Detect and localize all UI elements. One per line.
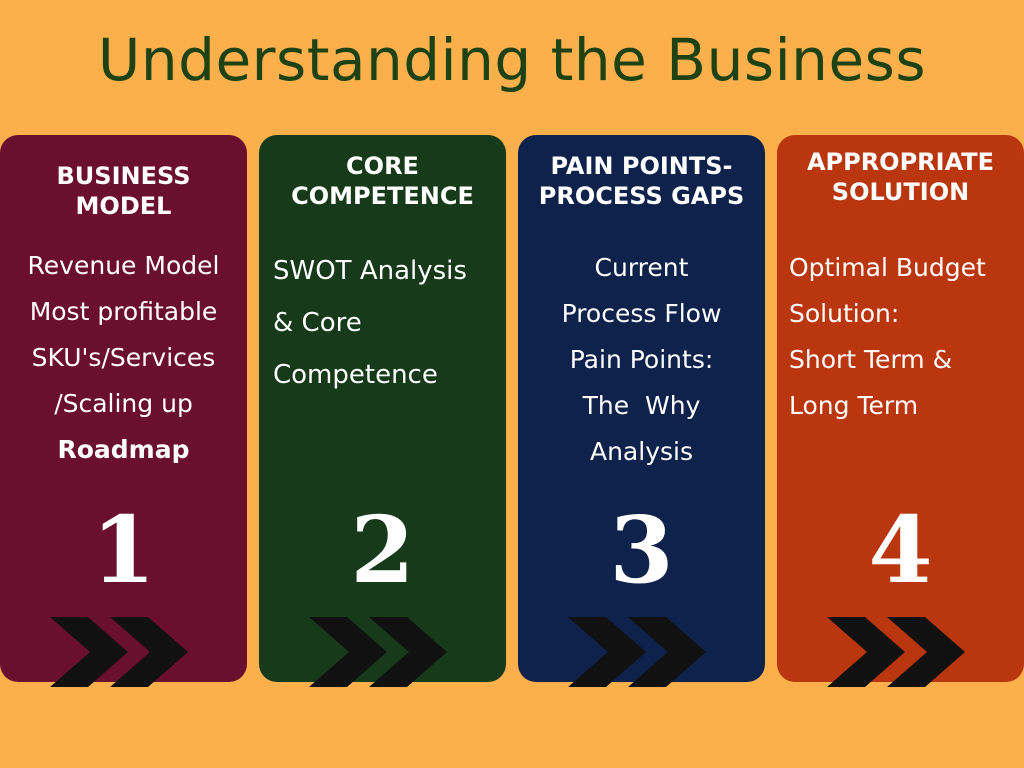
- card-heading-line: PAIN POINTS-: [550, 152, 733, 180]
- step-number: 3: [609, 496, 674, 604]
- card-body-line: Solution:: [789, 299, 900, 328]
- card-heading: CORE COMPETENCE: [265, 151, 500, 211]
- card-body-line: Analysis: [589, 437, 693, 466]
- step-number: 2: [350, 496, 415, 604]
- card-heading: APPROPRIATE SOLUTION: [783, 147, 1018, 207]
- card-appropriate-solution: APPROPRIATE SOLUTION Optimal Budget Solu…: [777, 135, 1024, 687]
- card-business-model: BUSINESS MODEL Revenue Model Most profit…: [0, 135, 247, 687]
- card-body-line: /Scaling up: [54, 389, 193, 418]
- card-body-line: Long Term: [789, 391, 919, 420]
- step-number: 4: [868, 496, 933, 604]
- card-heading: BUSINESS MODEL: [6, 161, 241, 221]
- card-body-line: Short Term &: [789, 345, 953, 374]
- card-body: SWOT Analysis & Core Competence: [273, 245, 498, 401]
- card-body-line: Process Flow: [561, 299, 722, 328]
- step-number: 1: [91, 496, 156, 604]
- double-chevron-right-icon: [568, 617, 706, 687]
- card-body-line: Pain Points:: [569, 345, 714, 374]
- card-heading-line: BUSINESS: [56, 162, 191, 190]
- card-core-competence: CORE COMPETENCE SWOT Analysis & Core Com…: [259, 135, 506, 687]
- double-chevron-right-icon: [309, 617, 447, 687]
- card-body: Revenue Model Most profitable SKU's/Serv…: [8, 243, 239, 473]
- card-heading-line: COMPETENCE: [291, 182, 474, 210]
- card-body: Optimal Budget Solution: Short Term & Lo…: [789, 245, 1016, 429]
- card-heading-line: SOLUTION: [831, 178, 970, 206]
- card-body-line: SKU's/Services: [31, 343, 216, 372]
- card-body: Current Process Flow Pain Points: The Wh…: [526, 245, 757, 475]
- card-body-line: & Core: [273, 308, 362, 338]
- card-body-line-bold: Roadmap: [57, 435, 190, 464]
- card-body-line: Most profitable: [29, 297, 218, 326]
- page-title: Understanding the Business: [97, 26, 927, 94]
- card-body-line: Competence: [273, 360, 438, 390]
- card-heading: PAIN POINTS- PROCESS GAPS: [518, 151, 765, 211]
- card-heading-line: CORE: [346, 152, 419, 180]
- card-body-line: Current: [594, 253, 689, 282]
- double-chevron-right-icon: [50, 617, 188, 687]
- card-heading-line: APPROPRIATE: [806, 148, 995, 176]
- card-pain-points: PAIN POINTS- PROCESS GAPS Current Proces…: [518, 135, 765, 687]
- card-body-line: The Why: [582, 391, 701, 420]
- card-heading-line: MODEL: [75, 192, 172, 220]
- card-body-line: Optimal Budget: [789, 253, 986, 282]
- card-heading-line: PROCESS GAPS: [538, 182, 745, 210]
- card-body-line: Revenue Model: [27, 251, 220, 280]
- card-body-line: SWOT Analysis: [273, 256, 467, 286]
- double-chevron-right-icon: [827, 617, 965, 687]
